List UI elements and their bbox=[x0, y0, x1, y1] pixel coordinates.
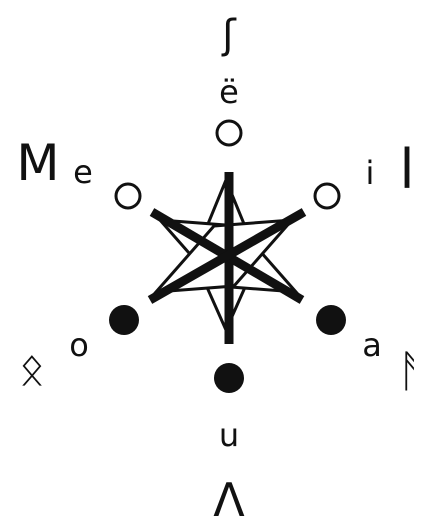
rune-lower-right: ᚨ bbox=[397, 346, 422, 397]
node-upper-left-open bbox=[116, 184, 140, 208]
node-lower-right-filled bbox=[316, 305, 346, 335]
rune-bottom: Λ bbox=[213, 473, 245, 527]
vowel-label-upper-right: i bbox=[366, 154, 375, 192]
vowel-label-top: ë bbox=[219, 73, 239, 111]
rune-upper-right: l bbox=[399, 138, 414, 201]
vowel-label-lower-right: a bbox=[362, 326, 382, 364]
star-spokes bbox=[150, 172, 304, 344]
node-top-open bbox=[217, 121, 241, 145]
node-bottom-filled bbox=[214, 363, 244, 393]
rune-top: ʃ bbox=[221, 12, 237, 58]
node-upper-right-open bbox=[315, 184, 339, 208]
vowel-label-lower-left: o bbox=[69, 326, 89, 364]
vowel-label-bottom: u bbox=[219, 416, 239, 454]
rune-lower-left: ᛟ bbox=[19, 344, 45, 395]
rune-upper-left: M bbox=[16, 134, 59, 192]
vowel-label-upper-left: e bbox=[73, 153, 93, 191]
node-lower-left-filled bbox=[109, 305, 139, 335]
